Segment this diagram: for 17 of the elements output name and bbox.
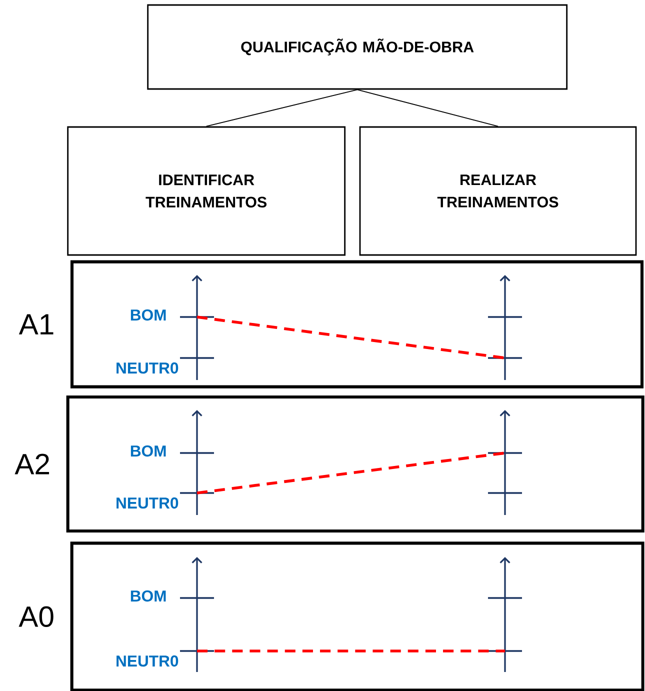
tick-label: BOM bbox=[130, 445, 166, 457]
tick-label: NEUTR0 bbox=[116, 497, 178, 509]
tick-label: NEUTR0 bbox=[116, 362, 178, 374]
panel-box bbox=[18, 260, 644, 388]
panel-box bbox=[14, 395, 644, 533]
text-box: IDENTIFICAR TREINAMENTOS bbox=[67, 126, 346, 256]
tick-label: NEUTR0 bbox=[116, 655, 178, 667]
tick-label: BOM bbox=[130, 590, 166, 602]
connector-line bbox=[356, 89, 498, 127]
panel-box bbox=[18, 542, 644, 691]
row-label: A0 bbox=[18, 606, 54, 628]
text-box: QUALIFICAÇÃO MÃO-DE-OBRA bbox=[147, 4, 568, 90]
row-label: A2 bbox=[14, 454, 50, 474]
tick-label: BOM bbox=[130, 309, 166, 321]
text-box: REALIZAR TREINAMENTOS bbox=[359, 126, 637, 256]
row-label: A1 bbox=[18, 314, 54, 334]
connector-line bbox=[206, 89, 358, 127]
